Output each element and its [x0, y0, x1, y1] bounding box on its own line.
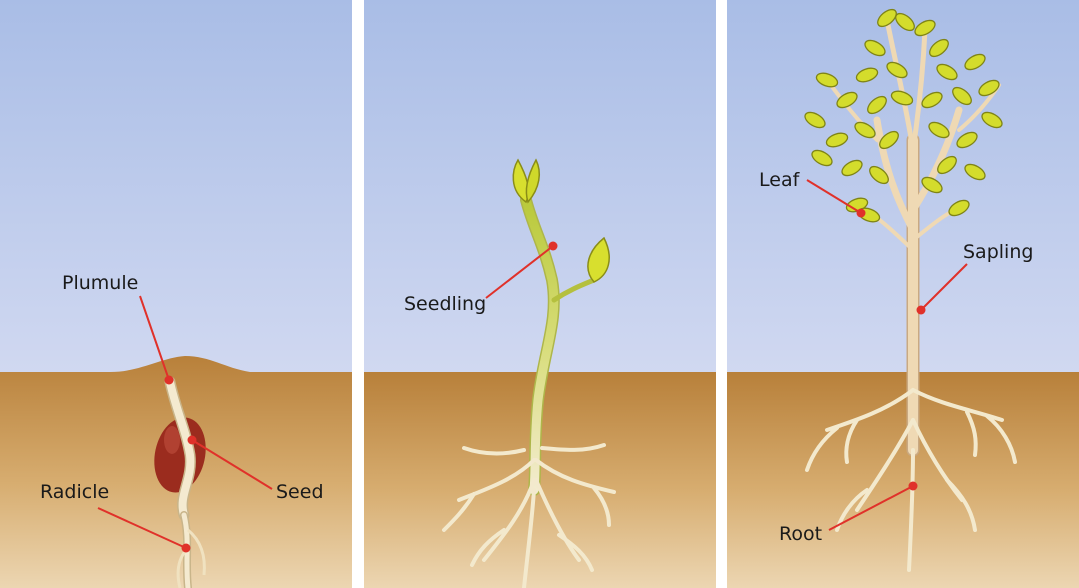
leaf-label: Leaf	[759, 169, 801, 191]
panel-seed: Plumule Seed Radicle	[0, 0, 352, 588]
root-label: Root	[779, 523, 822, 545]
seedling-diagram: Seedling	[364, 0, 716, 588]
panel-sapling: Leaf Sapling Root	[727, 0, 1079, 588]
panel-seedling: Seedling	[364, 0, 716, 588]
sapling-diagram: Leaf Sapling Root	[727, 0, 1079, 588]
soil	[727, 372, 1079, 588]
sapling-label: Sapling	[963, 241, 1033, 263]
seedling-label: Seedling	[404, 293, 486, 315]
radicle-label: Radicle	[40, 481, 109, 503]
seed-label: Seed	[276, 481, 324, 503]
seed-diagram: Plumule Seed Radicle	[0, 0, 352, 588]
plumule-label: Plumule	[62, 272, 138, 294]
